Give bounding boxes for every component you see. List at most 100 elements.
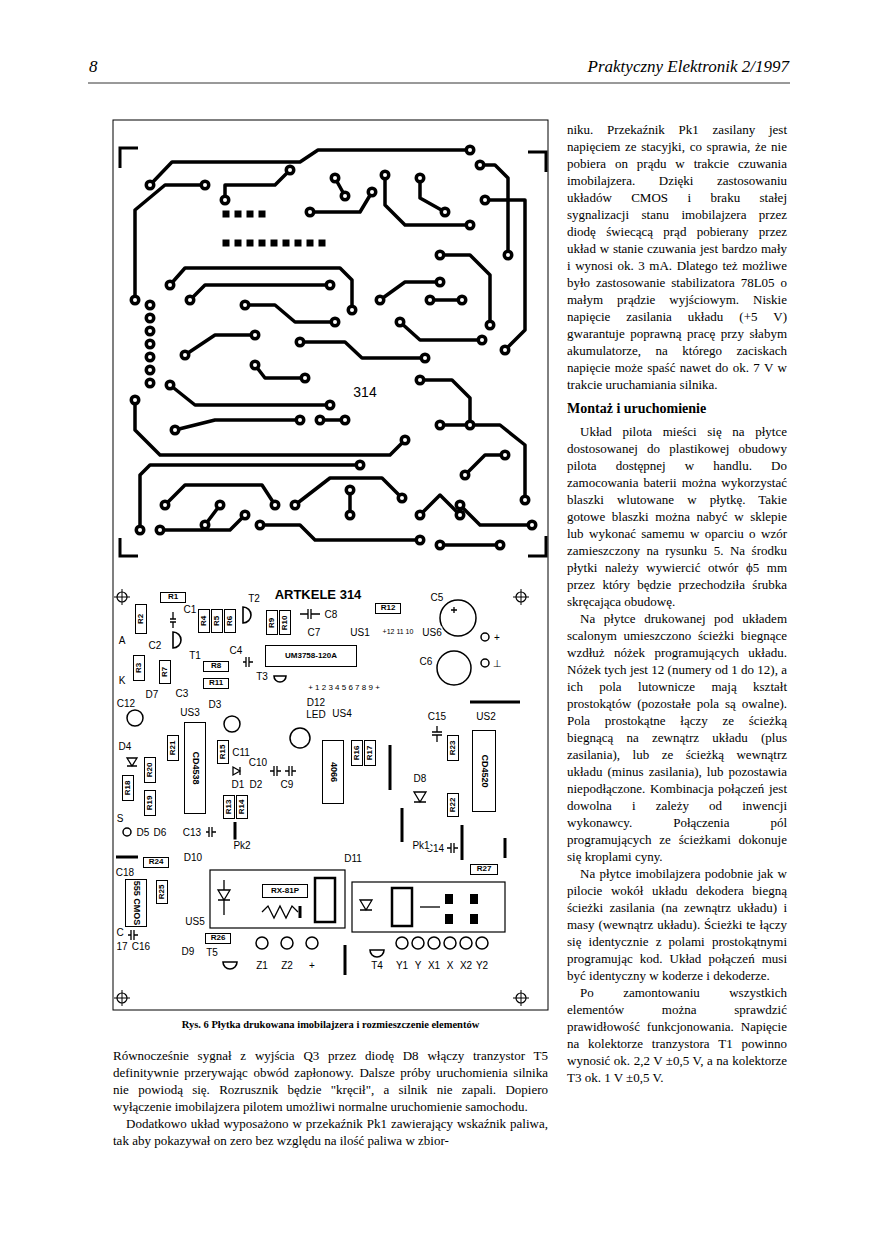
pad-hole [468,148,472,152]
copper-trace [440,255,490,325]
pad-hole [133,398,137,402]
mounting-cross [114,990,130,1006]
wire-link [116,856,138,859]
pad-hole [478,163,482,167]
pad-hole [458,513,462,517]
programming-pad [270,239,278,247]
round-outline [306,937,318,949]
pad-hole [383,173,387,177]
mounting-cross [513,589,529,605]
solder-pad [400,435,411,446]
pad-hole [148,329,152,333]
pad-hole [343,418,347,422]
copper-trace [225,170,290,200]
pad-hole [506,253,510,257]
relay-contact [445,914,453,924]
part-label: C16 [131,941,151,952]
solder-pad [145,300,156,311]
pad-hole [418,378,422,382]
round-outline [127,710,143,726]
resistor-symbol: R24 [143,857,169,868]
pad-hole [398,320,402,324]
part-label: D4 [118,741,133,752]
copper-trace [140,465,360,530]
round-outline [440,600,476,636]
pad-hole [168,383,172,387]
round-outline [444,937,456,949]
text-column: Równocześnie sygnał z wyjścia Q3 przez d… [113,1047,548,1149]
resistor-symbol: R15 [217,740,229,764]
pad-hole [423,356,427,360]
part-label: C13 [182,827,202,838]
solder-pad [500,450,511,461]
relay-contact [445,894,453,904]
component-symbol [127,758,137,766]
mounting-cross [513,990,529,1006]
part-label: R6 [226,616,234,626]
board-number: 314 [352,385,377,400]
solder-pad [200,180,211,191]
programming-pad [234,210,242,218]
pad-hole [333,176,337,180]
solder-pad [250,330,261,341]
copper-trace [185,335,255,355]
pad-hole [503,348,507,352]
part-label: R1 [168,593,178,601]
relay-outline [392,888,412,926]
copper-trace [440,425,525,500]
component-symbol [414,792,426,802]
pad-hole [148,381,152,385]
component-symbol [128,930,138,940]
copper-trace [440,543,500,547]
part-label: C15 [427,711,447,722]
pad-hole [303,376,307,380]
component-layout [114,589,529,1006]
copper-trace [135,400,405,455]
copper-trace [150,150,470,185]
part-label: T3 [255,671,269,682]
solder-pad [455,500,466,511]
solder-pad [500,345,511,356]
pad-hole [298,340,302,344]
solder-pad [135,525,146,536]
part-label: ARTKELE 314 [274,588,363,602]
component-symbol [262,906,298,918]
pad-hole [328,283,332,287]
pad-hole [438,280,442,284]
pad-hole [438,423,442,427]
copper-trace [480,165,508,255]
programming-pad [222,210,230,218]
solder-pad [130,295,141,306]
resistor-symbol: R26 [205,933,231,944]
solder-pad [480,195,491,206]
part-label: 4066 [329,762,338,782]
round-outline [281,937,293,949]
pad-hole [138,528,142,532]
solder-pad [435,420,446,431]
pad-hole [463,473,467,477]
solder-pad [290,500,301,511]
solder-pad [325,400,336,411]
part-label: D9 [181,946,196,957]
solder-pad [380,170,391,181]
solder-pad [200,520,211,531]
wire-link [470,701,520,704]
part-label: D7 [145,689,160,700]
resistor-symbol: R11 [203,678,229,689]
solder-pad [440,207,451,218]
solder-pad [145,326,156,337]
part-label: T5 [205,947,219,958]
part-label: C10 [248,757,268,768]
solder-pad [347,305,358,316]
part-label: C6 [419,656,434,667]
pad-hole [488,323,492,327]
solder-pad [477,335,488,346]
solder-pad [435,250,446,261]
part-label: T4 [370,960,384,971]
solder-pad [495,540,506,551]
copper-trace [420,495,460,515]
part-label: R4 [200,616,208,626]
pad-hole [480,338,484,342]
part-label: C18 [115,867,135,878]
transistor-outline [223,962,237,969]
